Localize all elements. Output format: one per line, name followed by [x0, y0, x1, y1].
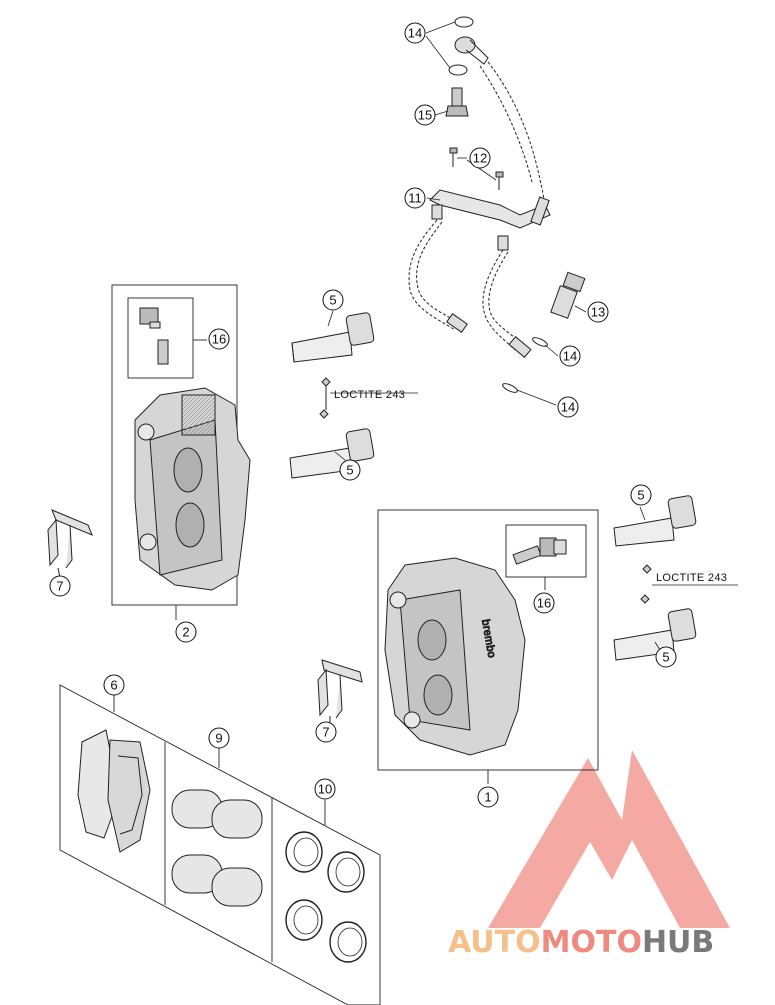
- callout-6: 6: [110, 678, 117, 693]
- callout-2: 2: [182, 625, 189, 640]
- callout-16-right: 16: [537, 596, 551, 611]
- loctite-leader-right: [639, 506, 738, 651]
- callout-7-mid: 7: [322, 725, 329, 740]
- watermark-moto: MOTO: [541, 925, 642, 960]
- caliper-right-body: brembo: [384, 537, 567, 756]
- callout-9: 9: [215, 731, 222, 746]
- callout-16-left: 16: [212, 332, 226, 347]
- loctite-note-top: LOCTITE 243: [334, 389, 405, 401]
- watermark-auto: AUTO: [448, 925, 541, 960]
- callout-7-left: 7: [56, 579, 63, 594]
- callout-1: 1: [484, 790, 491, 805]
- watermark-logo: [488, 750, 730, 928]
- callout-numbers: 14 15 12 11 13 14 14 5 5 5 5 16 16 7 7 2…: [56, 26, 669, 805]
- callout-12: 12: [473, 151, 487, 166]
- piston-seals: [285, 831, 367, 963]
- callout-5-a: 5: [329, 293, 336, 308]
- parts-panel: [59, 684, 381, 1005]
- callout-14-mid: 14: [563, 349, 577, 364]
- pad-spring-middle: [317, 659, 363, 722]
- callout-14-low: 14: [561, 400, 575, 415]
- brake-hose-assembly: [408, 16, 586, 393]
- callout-5-c: 5: [637, 488, 644, 503]
- watermark-hub: HUB: [642, 925, 714, 960]
- loctite-note-right: LOCTITE 243: [656, 572, 727, 584]
- caliper-pistons: [171, 789, 263, 907]
- callout-5-d: 5: [662, 650, 669, 665]
- callout-10: 10: [318, 782, 332, 797]
- callout-5-b: 5: [346, 463, 353, 478]
- pad-spring-left: [47, 509, 93, 579]
- callout-15: 15: [418, 108, 432, 123]
- watermark-text: AUTOMOTOHUB: [448, 925, 714, 960]
- caliper-left-body: [134, 307, 251, 591]
- loctite-leader-top: [327, 310, 418, 461]
- brake-pads: [77, 729, 151, 853]
- callout-13: 13: [591, 305, 605, 320]
- caliper-right-box: [377, 509, 599, 784]
- callout-11: 11: [408, 191, 422, 206]
- callouts: [49, 22, 677, 808]
- caliper-bolts-upper: [289, 312, 375, 479]
- callout-14-top: 14: [408, 26, 422, 41]
